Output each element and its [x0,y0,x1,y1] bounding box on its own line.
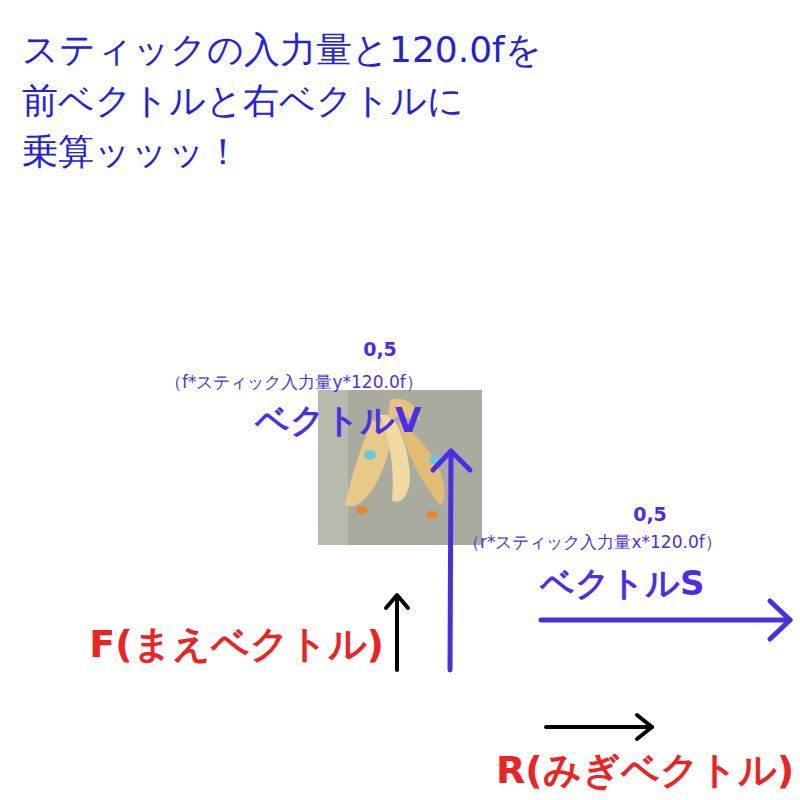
vector-s-arrow [541,601,790,639]
arrow-shaft [546,725,652,729]
arrow-head [637,715,652,739]
arrow-shaft [395,597,399,670]
title-text: スティックの入力量と120.0fを 前ベクトルと右ベクトルに 乗算ッッッ！ [22,24,662,177]
arrow-head [386,595,408,608]
arrow-head [770,601,790,639]
hair-tie [426,511,438,519]
vector-v-arrow [433,451,470,670]
right-vector-arrow [546,715,652,739]
vector-label: ベクトルV [255,400,421,441]
arrow-shaft [450,452,451,670]
axis-label: F(まえベクトル) [89,622,384,668]
arrow-shaft [541,618,790,623]
value-label: 0,5 [633,503,667,526]
formula-label: （r*スティック入力量x*120.0f） [463,532,722,552]
forward-vector-arrow [386,595,408,670]
vector-label: ベクトルS [540,563,705,604]
formula-label: （f*スティック入力量y*120.0f） [165,372,423,392]
value-label: 0,5 [363,338,397,361]
ribbon [364,450,376,460]
axis-label: R(みぎベクトル) [496,748,794,794]
arrow-head [433,451,470,470]
hair-tie [356,506,368,514]
